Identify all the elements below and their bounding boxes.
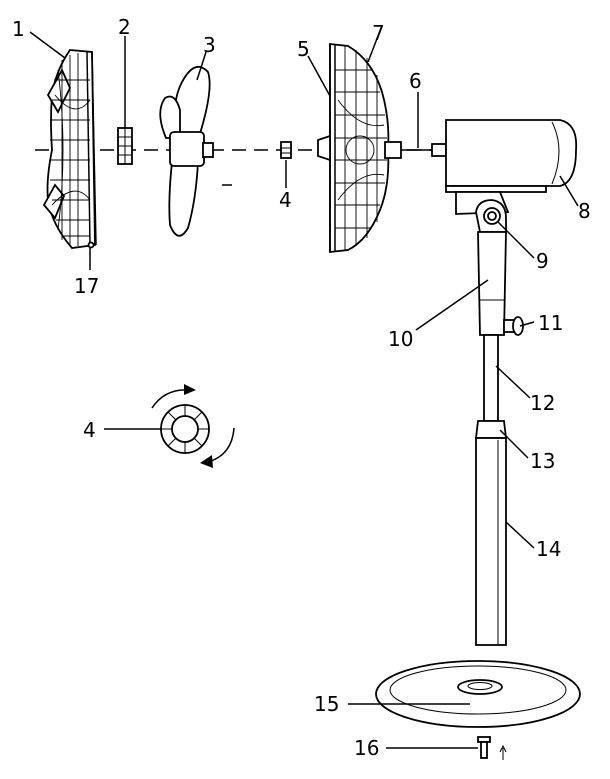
label-6: 6 bbox=[409, 69, 422, 93]
label-16: 16 bbox=[354, 736, 379, 760]
part-labels: 1 2 3 4 5 6 7 8 9 10 11 12 13 14 15 16 1… bbox=[12, 15, 591, 760]
fan-base bbox=[375, 660, 581, 728]
front-grille bbox=[42, 49, 97, 249]
label-8: 8 bbox=[578, 199, 591, 223]
label-15: 15 bbox=[314, 692, 339, 716]
tube-coupling bbox=[474, 420, 508, 439]
spinner-nut bbox=[117, 127, 133, 165]
label-14: 14 bbox=[536, 537, 561, 561]
motor-housing bbox=[445, 119, 578, 193]
base-screw bbox=[477, 736, 507, 760]
label-9: 9 bbox=[536, 249, 549, 273]
rear-grille bbox=[317, 42, 402, 254]
label-13: 13 bbox=[530, 449, 555, 473]
label-17: 17 bbox=[74, 274, 99, 298]
fan-blade bbox=[159, 65, 214, 237]
label-3: 3 bbox=[203, 33, 216, 57]
motor-shaft bbox=[401, 143, 447, 157]
leader-lines bbox=[29, 31, 579, 749]
label-5: 5 bbox=[297, 37, 310, 61]
lower-tube bbox=[475, 437, 507, 646]
clamp-nut-detail bbox=[151, 384, 235, 468]
label-7: 7 bbox=[372, 21, 385, 45]
label-4-detail: 4 bbox=[83, 418, 96, 442]
label-1: 1 bbox=[12, 17, 25, 41]
height-adjuster bbox=[477, 231, 524, 336]
label-10: 10 bbox=[388, 327, 413, 351]
label-12: 12 bbox=[530, 391, 555, 415]
label-2: 2 bbox=[118, 15, 131, 39]
clamp-nut-small bbox=[280, 141, 292, 159]
inner-tube bbox=[483, 334, 499, 422]
pivot-joint bbox=[455, 191, 510, 233]
label-11: 11 bbox=[538, 311, 563, 335]
label-4-top: 4 bbox=[279, 188, 292, 212]
